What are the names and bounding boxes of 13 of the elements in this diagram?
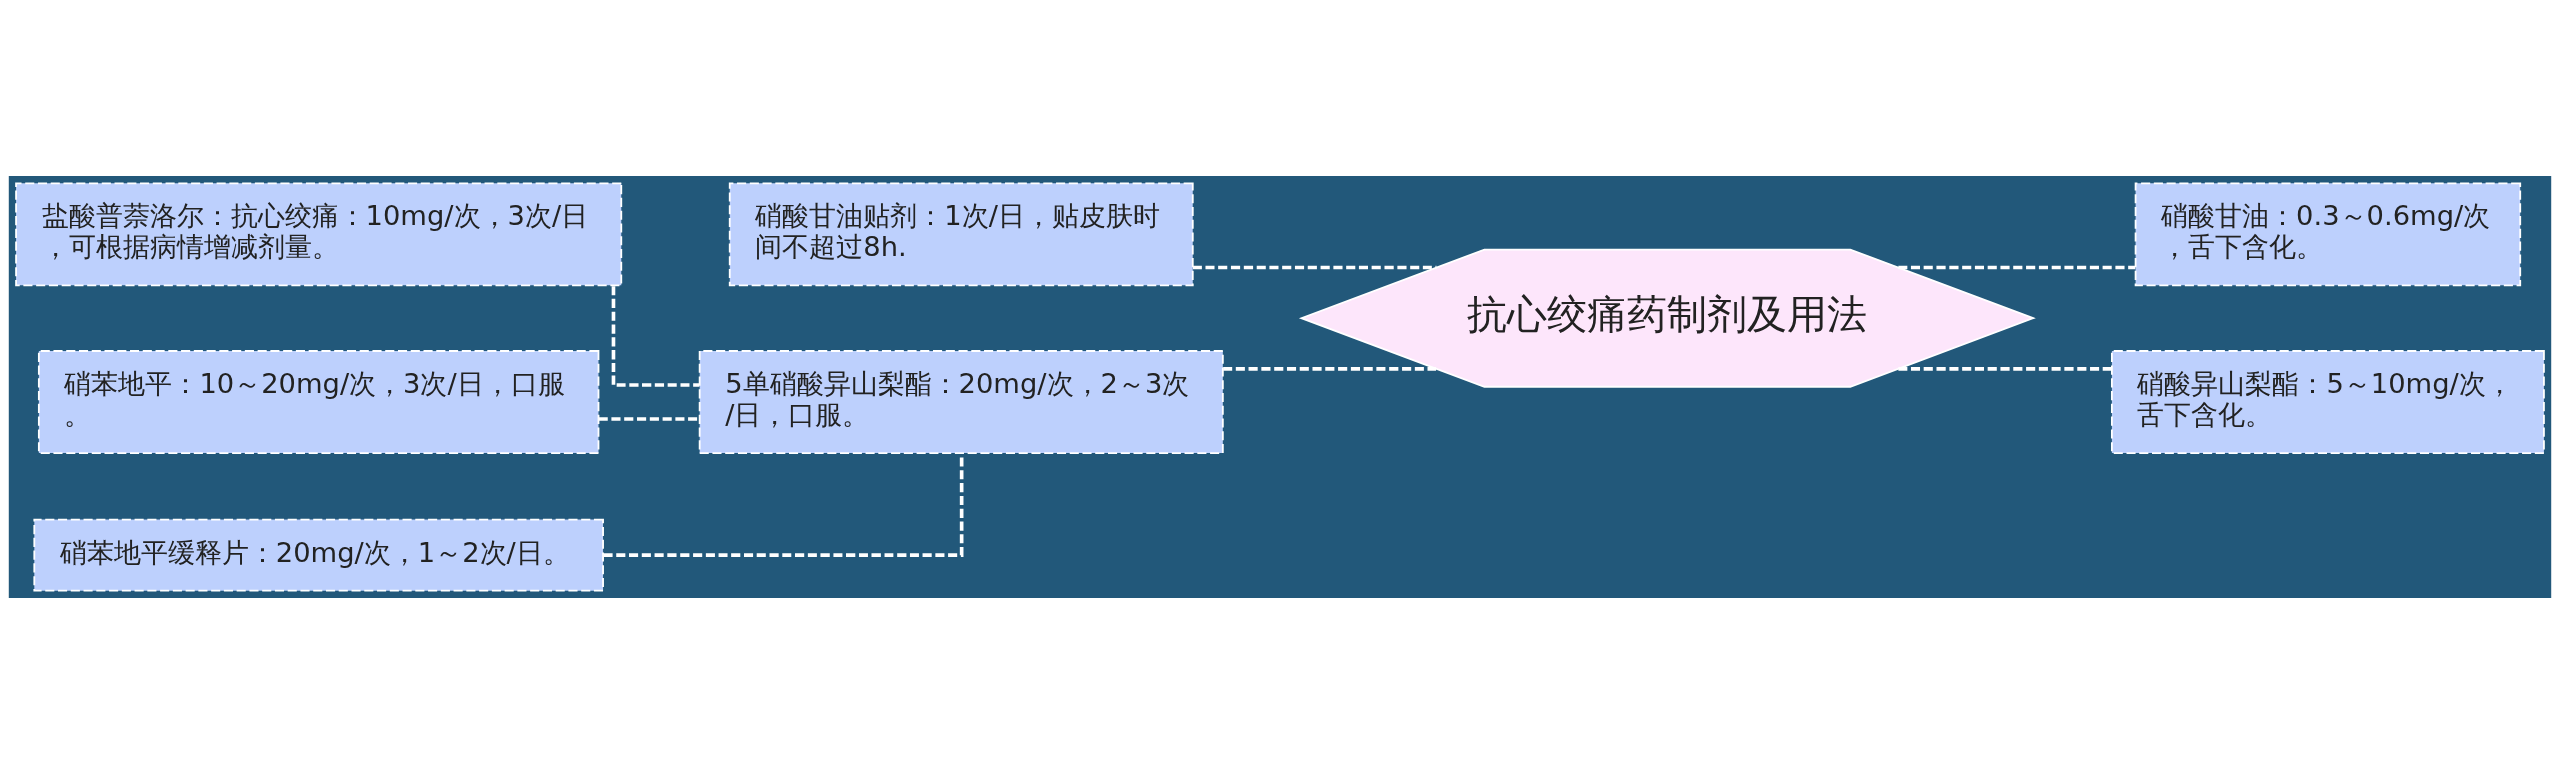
connector: [598, 416, 700, 421]
node-box: 硝酸甘油：0.3～0.6mg/次，舌下含化。: [2134, 181, 2522, 286]
node-box: 硝酸甘油贴剂：1次/日，贴皮肤时间不超过8h.: [728, 181, 1194, 286]
node-box: 盐酸普萘洛尔：抗心绞痛：10mg/次，3次/日，可根据病情增减剂量。: [15, 181, 623, 286]
connector: [1192, 265, 1437, 269]
node-box: 硝苯地平缓释片：20mg/次，1～2次/日。: [33, 518, 604, 592]
node-box: 硝苯地平：10～20mg/次，3次/日，口服。: [37, 349, 600, 454]
connector: [1898, 265, 2136, 269]
connector: [1223, 366, 1437, 371]
node-box: 5单硝酸异山梨酯：20mg/次，2～3次/日，口服。: [698, 349, 1224, 454]
connector: [611, 285, 700, 387]
node-box: 硝酸异山梨酯：5～10mg/次，舌下含化。: [2111, 349, 2545, 454]
connector: [1898, 366, 2112, 371]
